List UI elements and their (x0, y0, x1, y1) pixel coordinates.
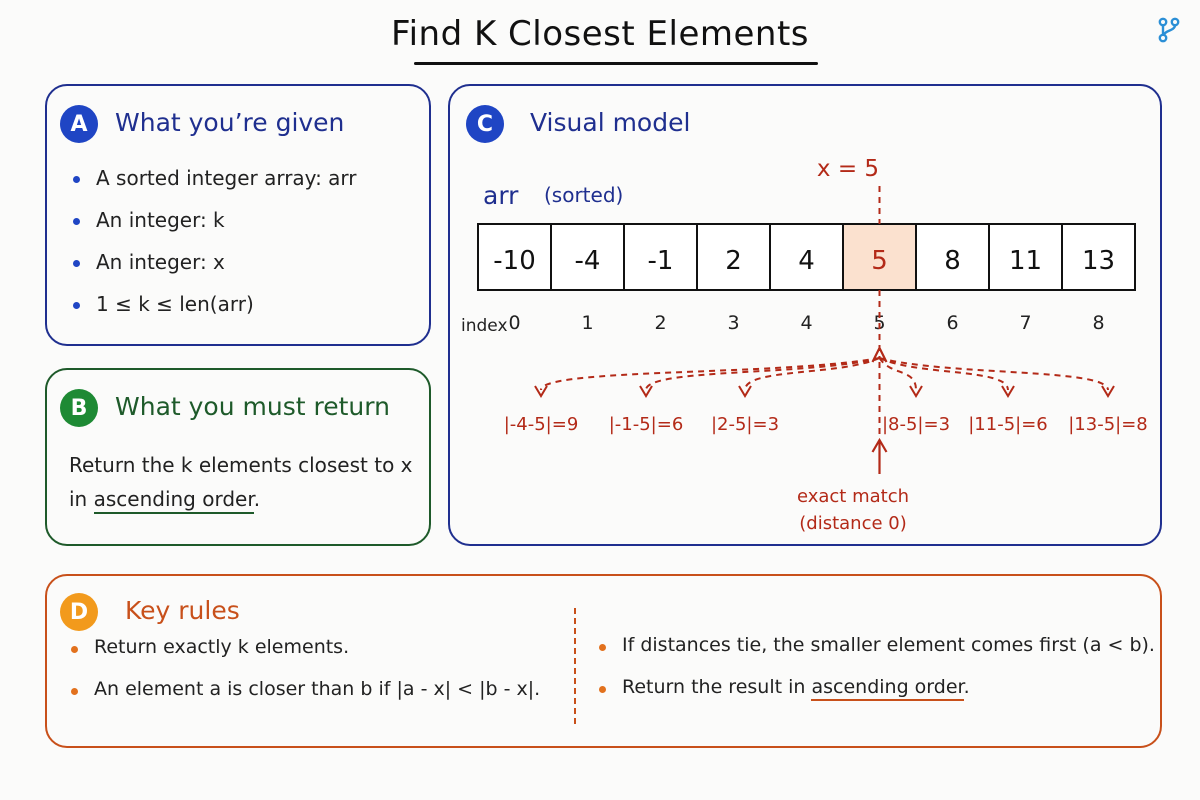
list-item: An integer: x (73, 250, 357, 292)
list-item: 1 ≤ k ≤ len(arr) (73, 292, 357, 334)
array-value: -4 (575, 246, 601, 276)
badge-a: A (60, 105, 98, 143)
index-value: 8 (1092, 312, 1104, 334)
array-value: 2 (725, 246, 742, 276)
distance-arrow-head (534, 385, 548, 398)
array-value: -1 (648, 246, 674, 276)
return-text: Return the k elements closest to x in as… (69, 448, 419, 516)
distance-arrow-head (1001, 385, 1015, 398)
distance-label: |13-5|=8 (1068, 414, 1148, 435)
bullet-icon (599, 644, 606, 651)
distance-label: |-1-5|=6 (609, 414, 684, 435)
index-value: 7 (1019, 312, 1031, 334)
distance-label: |2-5|=3 (711, 414, 779, 435)
rules-divider (574, 608, 576, 724)
list-item: If distances tie, the smaller element co… (599, 634, 1155, 676)
rules-left-list: Return exactly k elements. An element a … (71, 636, 540, 720)
panel-return: B What you must return Return the k elem… (45, 368, 431, 546)
bullet-icon (71, 688, 78, 695)
distance-arrow-head (1101, 385, 1115, 398)
ascending-order-emphasis: ascending order (93, 487, 254, 514)
array-label-note: (sorted) (544, 183, 623, 207)
match-arrow-head (871, 437, 888, 453)
array-cell (988, 223, 1063, 291)
given-list: A sorted integer array: arr An integer: … (73, 166, 357, 334)
bullet-icon (73, 260, 80, 267)
bullet-icon (599, 686, 606, 693)
panel-visual-title: Visual model (530, 108, 691, 137)
array-value: 4 (798, 246, 815, 276)
distance-arrow-head (639, 385, 653, 398)
bullet-icon (73, 302, 80, 309)
badge-d: D (60, 593, 98, 631)
panel-visual-model: C Visual model arr (sorted) x = 5 index … (448, 84, 1162, 546)
distance-arrow-head (909, 385, 923, 398)
bullet-icon (73, 176, 80, 183)
array-cell (696, 223, 771, 291)
distance-arrow (540, 357, 880, 391)
list-item: An element a is closer than b if |a - x|… (71, 678, 540, 720)
index-value: 0 (508, 312, 520, 334)
list-item: A sorted integer array: arr (73, 166, 357, 208)
index-value: 1 (581, 312, 593, 334)
branch-icon (1158, 17, 1180, 43)
array-diagram: arr (sorted) x = 5 index exact match (di… (461, 156, 1148, 534)
rules-right-list: If distances tie, the smaller element co… (599, 634, 1155, 718)
page-title: Find K Closest Elements (390, 14, 810, 54)
panel-return-title: What you must return (115, 392, 390, 421)
panel-key-rules: D Key rules Return exactly k elements. A… (45, 574, 1162, 748)
distance-arrow (878, 357, 917, 391)
array-cell (1061, 223, 1136, 291)
index-value: 6 (946, 312, 958, 334)
panel-given: A What you’re given A sorted integer arr… (45, 84, 431, 346)
index-value: 4 (800, 312, 812, 334)
badge-c: C (466, 105, 504, 143)
panel-given-title: What you’re given (115, 108, 345, 137)
array-value: -10 (493, 246, 535, 276)
array-label: arr (483, 181, 519, 210)
x-label: x = 5 (817, 156, 879, 182)
hub-arrow (871, 345, 888, 363)
panel-rules-title: Key rules (125, 596, 240, 625)
array-value: 11 (1009, 246, 1042, 276)
distance-arrow (879, 357, 1109, 391)
index-value: 3 (727, 312, 739, 334)
distance-arrow (879, 357, 1009, 391)
distance-label: |-4-5|=9 (504, 414, 579, 435)
list-item: Return the result in ascending order. (599, 676, 1155, 718)
list-item: Return exactly k elements. (71, 636, 540, 678)
array-value: 5 (871, 246, 888, 276)
bullet-icon (71, 646, 78, 653)
distance-arrow-head (738, 385, 752, 398)
distance-arrow (645, 357, 880, 391)
match-label-line2: (distance 0) (799, 513, 907, 534)
title-underline (414, 62, 818, 65)
array-cell (550, 223, 625, 291)
distance-label: |11-5|=6 (968, 414, 1048, 435)
list-item: An integer: k (73, 208, 357, 250)
array-value: 8 (944, 246, 961, 276)
match-label-line1: exact match (797, 486, 909, 507)
array-cell (623, 223, 698, 291)
array-cell (769, 223, 844, 291)
index-label: index (461, 316, 508, 336)
index-value: 2 (654, 312, 666, 334)
badge-b: B (60, 389, 98, 427)
array-value: 13 (1082, 246, 1115, 276)
distance-label: |8-5|=3 (882, 414, 950, 435)
ascending-order-emphasis: ascending order (811, 676, 964, 701)
bullet-icon (73, 218, 80, 225)
distance-arrow (744, 357, 880, 391)
